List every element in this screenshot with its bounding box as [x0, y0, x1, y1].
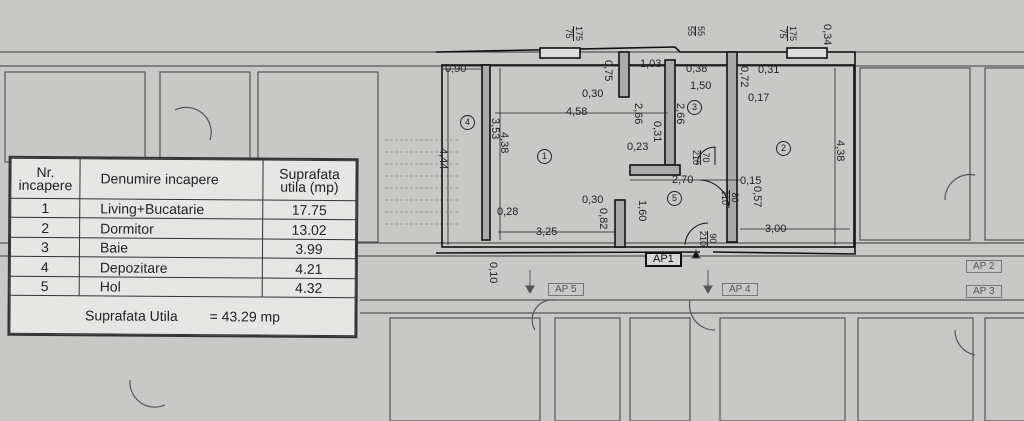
room-name: Dormitor	[79, 218, 263, 239]
dimension-label: 0,72	[738, 66, 750, 88]
dimension-label: 0,31	[651, 121, 663, 143]
dimension-label: 0,10	[487, 262, 499, 284]
dimension-label: 1,60	[636, 200, 648, 222]
dimension-label: 1,50	[690, 80, 712, 92]
dimension-label: 1,03	[640, 58, 662, 70]
dimension-label: 4,58	[566, 106, 588, 118]
entry-arrows	[525, 248, 713, 295]
room-number: 2	[10, 217, 80, 238]
apartment-walls	[435, 46, 856, 255]
opening-size-bottom: 210	[691, 150, 701, 166]
neighbor-label-ap2: AP 2	[966, 260, 1002, 273]
dimension-label: 4,44	[437, 148, 449, 170]
room-area: 13.02	[262, 219, 356, 240]
dimension-label: 2,66	[632, 103, 644, 125]
dimension-label: 0,23	[627, 141, 649, 153]
dimension-label: 3,00	[765, 223, 787, 235]
room-number: 3	[10, 237, 80, 258]
opening-size-top: 80	[729, 190, 740, 206]
header-area: Suprafata utila (mp)	[262, 160, 357, 201]
table-total-row: Suprafata Utila = 43.29 mp	[9, 295, 356, 336]
dimension-label: 0,17	[748, 92, 770, 104]
dimension-label: 4,38	[834, 140, 846, 162]
dimension-label: 0,90	[445, 63, 467, 75]
dimension-lines	[443, 68, 850, 245]
stairs	[385, 139, 460, 225]
apartment-label: AP1	[645, 252, 682, 267]
total-value: = 43.29 mp	[209, 307, 281, 325]
opening-size-bottom: 75	[778, 28, 788, 39]
room-number-marker: 2	[776, 141, 791, 156]
table-header-row: Nr. incapere Denumire incapere Suprafata…	[10, 158, 357, 201]
opening-size-bottom: 75	[564, 28, 574, 39]
dimension-label: 0,38	[686, 63, 708, 75]
room-number-marker: 3	[687, 100, 702, 115]
opening-size-top: 175	[787, 26, 798, 42]
room-name: Living+Bucatarie	[79, 198, 263, 220]
room-number-marker: 4	[460, 115, 475, 130]
dimension-label: 2,70	[672, 174, 694, 186]
opening-size-bottom: 55	[686, 26, 696, 37]
dimension-label: 0,30	[582, 88, 604, 100]
header-room-name: Denumire incapere	[79, 158, 264, 201]
dimension-label: 3,25	[536, 226, 558, 238]
room-name: Baie	[79, 237, 263, 259]
dimension-label: 0,15	[740, 175, 762, 187]
opening-size-top: 90	[707, 231, 718, 247]
opening-size-top: 55	[695, 26, 706, 37]
dimension-label: 0,34	[821, 24, 833, 46]
room-number: 4	[10, 256, 80, 277]
room-area-table: Nr. incapere Denumire incapere Suprafata…	[7, 155, 359, 339]
neighbor-label-ap3: AP 3	[966, 285, 1002, 298]
room-number-marker: 1	[537, 149, 552, 164]
opening-size-top: 175	[573, 26, 584, 42]
room-area: 4.21	[262, 258, 356, 279]
room-name: Hol	[79, 276, 263, 298]
opening-size-bottom: 210	[698, 231, 708, 247]
opening-size-top: 70	[700, 150, 711, 166]
dimension-label: 0,75	[602, 60, 614, 82]
room-number: 1	[10, 198, 80, 219]
room-area: 3.99	[262, 238, 356, 260]
neighbor-label-ap4: AP 4	[722, 283, 758, 296]
room-number-marker: 5	[667, 191, 682, 206]
dimension-label: 0,28	[497, 206, 519, 218]
room-name: Depozitare	[79, 257, 263, 278]
room-area: 4.32	[262, 277, 356, 298]
dimension-label: 0,57	[751, 186, 763, 208]
dimension-label: 0,31	[758, 64, 780, 76]
dimension-label: 2,66	[674, 103, 686, 125]
header-room-number: Nr. incapere	[10, 158, 81, 199]
dimension-label: 0,30	[582, 194, 604, 206]
total-label: Suprafata Utila	[84, 306, 178, 324]
opening-size-bottom: 210	[720, 190, 730, 206]
room-number: 5	[10, 276, 80, 297]
room-area: 17.75	[262, 200, 356, 221]
neighbor-label-ap5: AP 5	[548, 283, 584, 296]
dimension-label: 0,82	[597, 208, 609, 230]
dimension-label: 4,38	[498, 132, 510, 154]
